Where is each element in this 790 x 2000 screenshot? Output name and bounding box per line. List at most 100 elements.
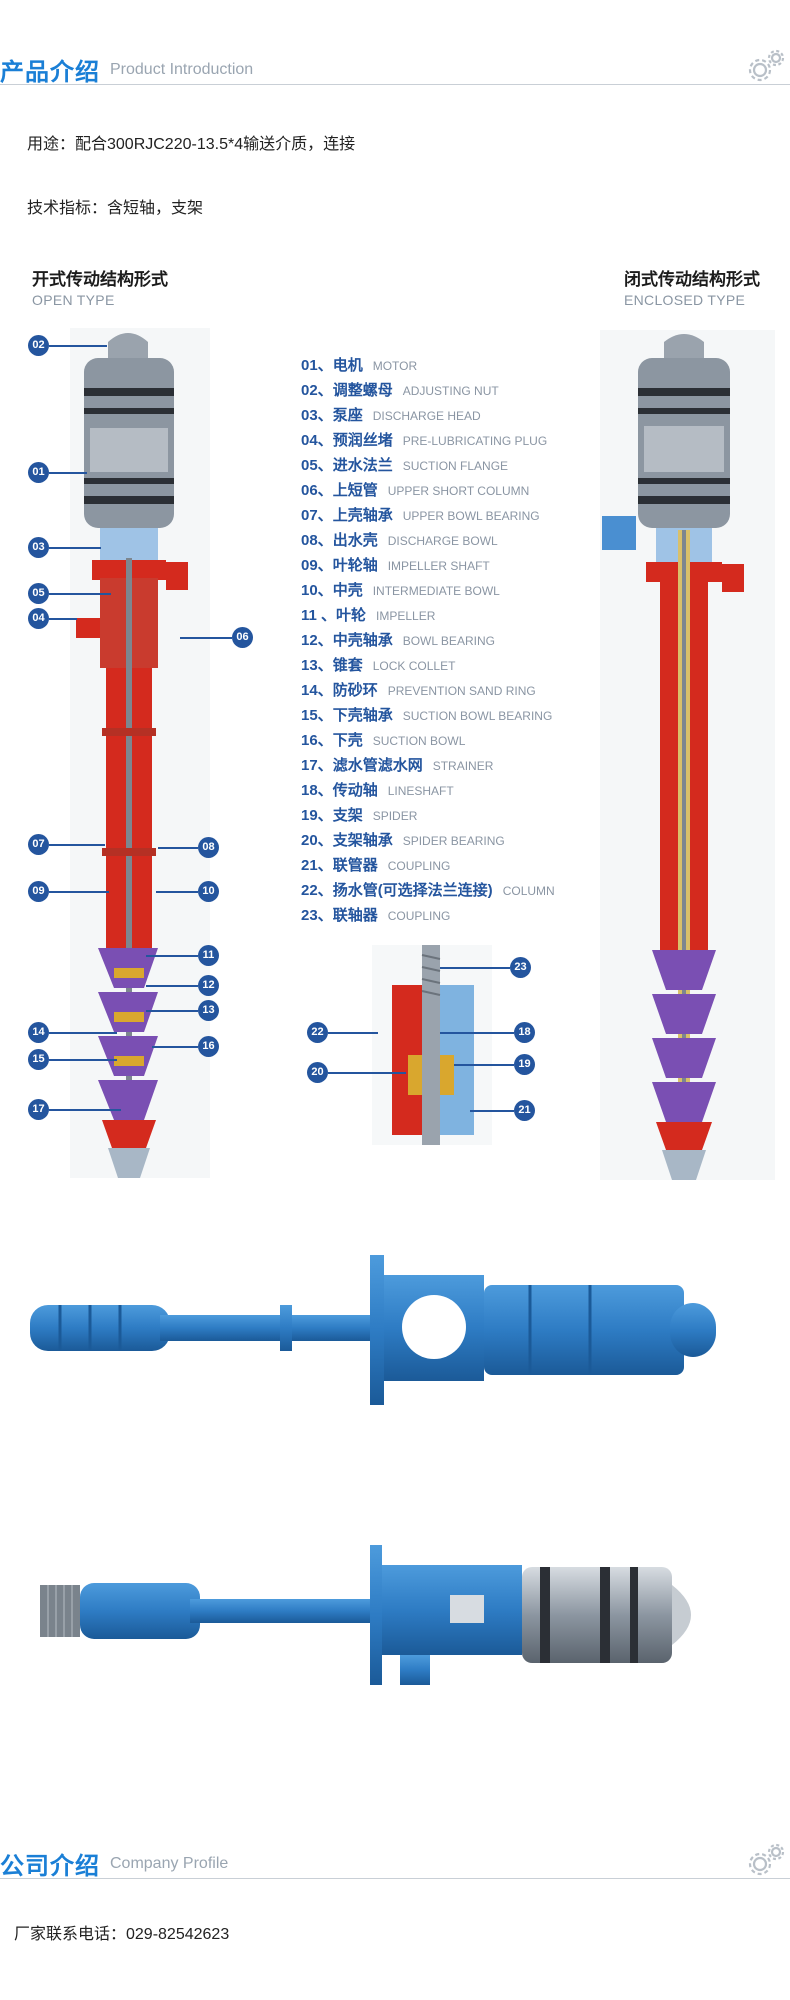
part-name-en: SPIDER (372, 809, 418, 823)
callout-01: 01 (28, 462, 49, 483)
part-name-en: LOCK COLLET (372, 659, 456, 673)
callout-23: 23 (510, 957, 531, 978)
part-list-item: 11 、叶轮 IMPELLER (301, 603, 601, 628)
leader-line (49, 891, 109, 893)
callout-14: 14 (28, 1022, 49, 1043)
part-name-en: BOWL BEARING (402, 634, 495, 648)
leader-line (49, 844, 105, 846)
callout-04: 04 (28, 608, 49, 629)
part-name-cn: 滤水管滤水网 (332, 757, 423, 774)
part-name-cn: 扬水管(可选择法兰连接) (332, 882, 493, 899)
part-number: 19、 (301, 807, 333, 824)
callout-11: 11 (198, 945, 219, 966)
pump-render-motor-horizontal (30, 1255, 716, 1405)
leader-line (470, 1110, 514, 1112)
leader-line (49, 618, 77, 620)
part-name-en: IMPELLER SHAFT (387, 559, 490, 573)
part-number: 16、 (301, 732, 333, 749)
part-list-item: 19、支架 SPIDER (301, 803, 601, 828)
part-number: 02、 (301, 382, 333, 399)
part-number: 12、 (301, 632, 333, 649)
part-number: 15、 (301, 707, 333, 724)
part-name-cn: 支架 (332, 807, 363, 824)
enclosed-type-pump-illustration (600, 330, 775, 1180)
part-name-en: IMPELLER (376, 609, 436, 623)
leader-line (328, 1072, 406, 1074)
leader-line (152, 1046, 198, 1048)
leader-line (454, 1064, 514, 1066)
part-number: 18、 (301, 782, 333, 799)
product-section-header: 产品介绍 Product Introduction (0, 49, 790, 90)
part-name-cn: 调整螺母 (332, 382, 393, 399)
gears-icon (748, 49, 785, 82)
part-name-cn: 传动轴 (332, 782, 378, 799)
callout-22: 22 (307, 1022, 328, 1043)
callout-07: 07 (28, 834, 49, 855)
open-type-subtitle: OPEN TYPE (32, 292, 115, 308)
callout-20: 20 (307, 1062, 328, 1083)
part-name-cn: 下壳轴承 (332, 707, 393, 724)
company-section-title: 公司介绍 (0, 1853, 100, 1880)
part-name-en: DISCHARGE BOWL (387, 534, 498, 548)
spec-line: 技术指标：含短轴，支架 (27, 200, 204, 217)
callout-03: 03 (28, 537, 49, 558)
callout-10: 10 (198, 881, 219, 902)
gears-icon (748, 1843, 785, 1876)
part-name-en: UPPER BOWL BEARING (402, 509, 540, 523)
part-number: 10、 (301, 582, 333, 599)
part-name-en: UPPER SHORT COLUMN (387, 484, 530, 498)
callout-18: 18 (514, 1022, 535, 1043)
part-number: 20、 (301, 832, 333, 849)
part-name-cn: 联轴器 (332, 907, 378, 924)
leader-line (146, 985, 198, 987)
usage-line: 用途：配合300RJC220-13.5*4输送介质，连接 (27, 136, 356, 153)
part-name-cn: 锥套 (332, 657, 363, 674)
leader-line (328, 1032, 378, 1034)
part-name-cn: 上壳轴承 (332, 507, 393, 524)
part-name-cn: 叶轮 (336, 607, 367, 624)
product-section-subtitle: Product Introduction (110, 61, 254, 78)
part-number: 21、 (301, 857, 333, 874)
callout-16: 16 (198, 1036, 219, 1057)
part-name-en: SUCTION BOWL (372, 734, 466, 748)
part-name-cn: 泵座 (332, 407, 363, 424)
part-name-en: SPIDER BEARING (402, 834, 505, 848)
callout-15: 15 (28, 1049, 49, 1070)
part-number: 22、 (301, 882, 333, 899)
part-name-cn: 中壳 (332, 582, 363, 599)
leader-line (158, 847, 198, 849)
leader-line (49, 472, 87, 474)
callout-08: 08 (198, 837, 219, 858)
part-number: 17、 (301, 757, 333, 774)
part-name-cn: 预润丝堵 (332, 432, 393, 449)
part-number: 06、 (301, 482, 333, 499)
company-section-header: 公司介绍 Company Profile (0, 1843, 790, 1884)
open-type-pump-illustration (70, 328, 210, 1178)
pump-render-enclosed-horizontal (40, 1545, 691, 1685)
part-number: 04、 (301, 432, 333, 449)
callout-17: 17 (28, 1099, 49, 1120)
part-number: 11 、 (301, 607, 337, 624)
company-section-subtitle: Company Profile (110, 1855, 229, 1872)
part-name-en: SUCTION FLANGE (402, 459, 509, 473)
callout-05: 05 (28, 583, 49, 604)
contact-phone-line: 厂家联系电话：029-82542623 (14, 1926, 230, 1943)
leader-line (156, 891, 198, 893)
product-section-title: 产品介绍 (0, 59, 100, 86)
